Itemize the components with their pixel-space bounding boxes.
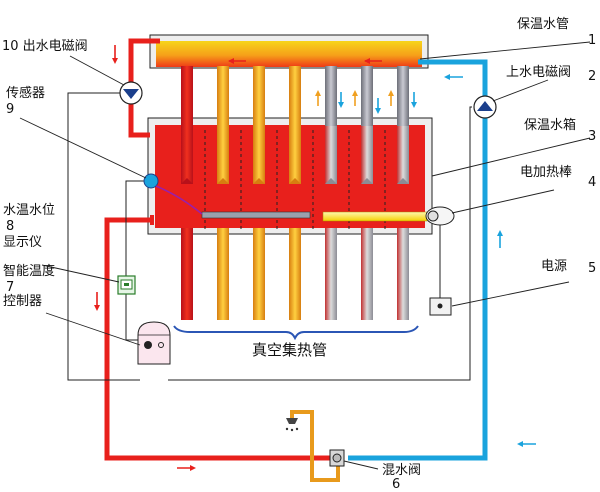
sensor-probe	[201, 211, 311, 219]
level-display	[117, 275, 136, 295]
power-label: 电源	[541, 259, 567, 274]
inlet-valve-number: 2	[588, 69, 596, 84]
insulated-pipe-label: 保温水管	[517, 17, 569, 32]
outlet-valve	[119, 81, 143, 105]
insulated-tank-label: 保温水箱	[524, 117, 576, 133]
power-number: 5	[588, 261, 596, 276]
insulated-pipe-water	[156, 41, 422, 67]
shower-head-icon	[286, 418, 298, 424]
insulated-pipe-number: 1	[588, 33, 596, 48]
tank-tubes	[181, 126, 409, 184]
vacuum-tubes-label: 真空集热管	[252, 341, 327, 359]
flow-arrows	[94, 45, 536, 471]
insulated-tank-number: 3	[588, 129, 596, 144]
controller-number: 7	[6, 280, 14, 295]
power-box	[429, 297, 452, 316]
level-display-label-2: 显示仪	[3, 235, 42, 250]
sensor-number: 9	[6, 102, 14, 117]
upper-tubes	[181, 66, 409, 126]
inlet-valve-label: 上水电磁阀	[506, 65, 571, 80]
mixing-valve-number: 6	[392, 477, 400, 492]
mixing-valve-label: 混水阀	[382, 463, 421, 478]
cold-water-pipe	[348, 59, 488, 461]
outlet-valve-label: 10 出水电磁阀	[2, 39, 88, 54]
level-display-number: 8	[6, 219, 14, 234]
level-display-label-1: 水温水位	[3, 203, 55, 218]
temperature-controller	[137, 321, 171, 365]
shower-drops	[285, 427, 299, 432]
sensor-label: 传感器	[6, 85, 45, 101]
sensor-ball	[143, 173, 159, 189]
heater-rod-label: 电加热棒	[520, 165, 572, 180]
controller-label-1: 智能温度	[3, 263, 55, 279]
hot-water-pipe	[104, 38, 336, 461]
mixed-water-pipe	[290, 410, 340, 482]
mixing-valve	[329, 449, 345, 467]
sensor-wire	[155, 185, 203, 215]
inlet-valve	[473, 95, 497, 119]
vacuum-tubes	[181, 228, 409, 320]
leader-lines	[19, 41, 591, 470]
tube-dividers	[204, 130, 386, 230]
vacuum-tubes-bracket	[173, 325, 419, 341]
controller-label-2: 控制器	[3, 294, 42, 309]
heater-rod	[322, 211, 428, 222]
heater-rod-number: 4	[588, 175, 596, 190]
